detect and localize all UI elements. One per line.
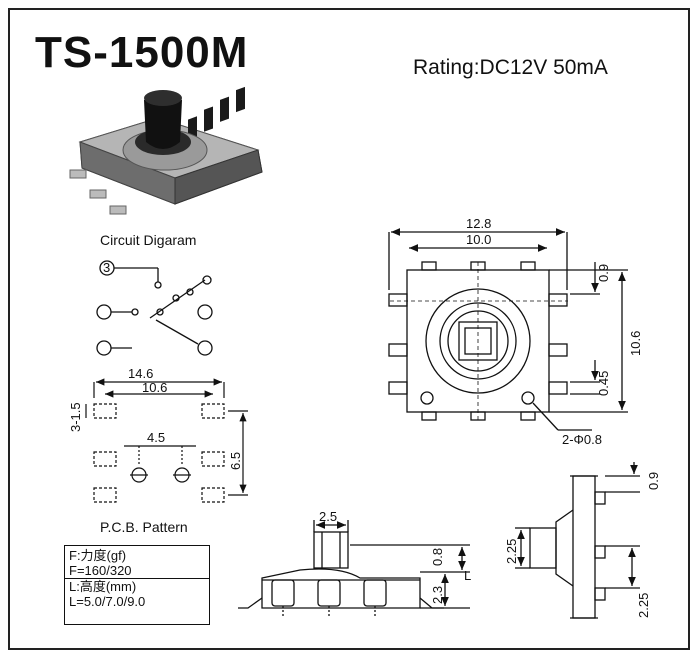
circuit-diagram bbox=[96, 260, 213, 356]
front-view bbox=[238, 520, 470, 616]
switch-photo bbox=[69, 86, 263, 215]
circuit-diagram-label: Circuit Digaram bbox=[100, 232, 197, 248]
dim-side-stem: 2.25 bbox=[504, 539, 519, 564]
dim-pcb-width-inner: 10.6 bbox=[142, 380, 167, 395]
dim-holes: 2-Φ0.8 bbox=[562, 432, 602, 447]
dim-top-pad-offset: 0.9 bbox=[596, 264, 611, 282]
page-title: TS-1500M bbox=[35, 28, 249, 77]
force-label: F:力度(gf) bbox=[69, 548, 127, 563]
dim-side-top: 0.9 bbox=[646, 472, 661, 490]
side-view bbox=[515, 462, 640, 619]
height-label: L:高度(mm) bbox=[69, 579, 137, 594]
dim-front-L: L bbox=[464, 568, 471, 583]
dim-pcb-side: 3-1.5 bbox=[68, 402, 83, 432]
rating-label: Rating:DC12V 50mA bbox=[413, 56, 608, 79]
dim-front-stem: 2.5 bbox=[319, 509, 337, 524]
height-value: L=5.0/7.0/9.0 bbox=[69, 594, 146, 609]
dim-front-body: 2.3 bbox=[430, 586, 445, 604]
dim-top-height: 10.6 bbox=[628, 331, 643, 356]
drawing-frame bbox=[8, 8, 690, 650]
dim-pcb-height: 6.5 bbox=[228, 452, 243, 470]
force-value: F=160/320 bbox=[69, 563, 132, 578]
dim-side-pitch: 2.25 bbox=[636, 593, 651, 618]
pcb-pattern-label: P.C.B. Pattern bbox=[100, 519, 188, 535]
dim-top-pitch: 0.45 bbox=[596, 371, 611, 396]
pcb-pattern bbox=[85, 378, 248, 503]
dim-front-top: 0.8 bbox=[430, 548, 445, 566]
top-view bbox=[388, 228, 628, 431]
dim-pcb-width-outer: 14.6 bbox=[128, 366, 153, 381]
dim-top-width-inner: 10.0 bbox=[466, 232, 491, 247]
dim-pcb-hole-pitch: 4.5 bbox=[147, 430, 165, 445]
spec-divider bbox=[65, 578, 209, 579]
terminal-number: 3 bbox=[103, 260, 110, 275]
dim-top-width-outer: 12.8 bbox=[466, 216, 491, 231]
spec-table: F:力度(gf) F=160/320 L:高度(mm) L=5.0/7.0/9.… bbox=[64, 545, 210, 625]
